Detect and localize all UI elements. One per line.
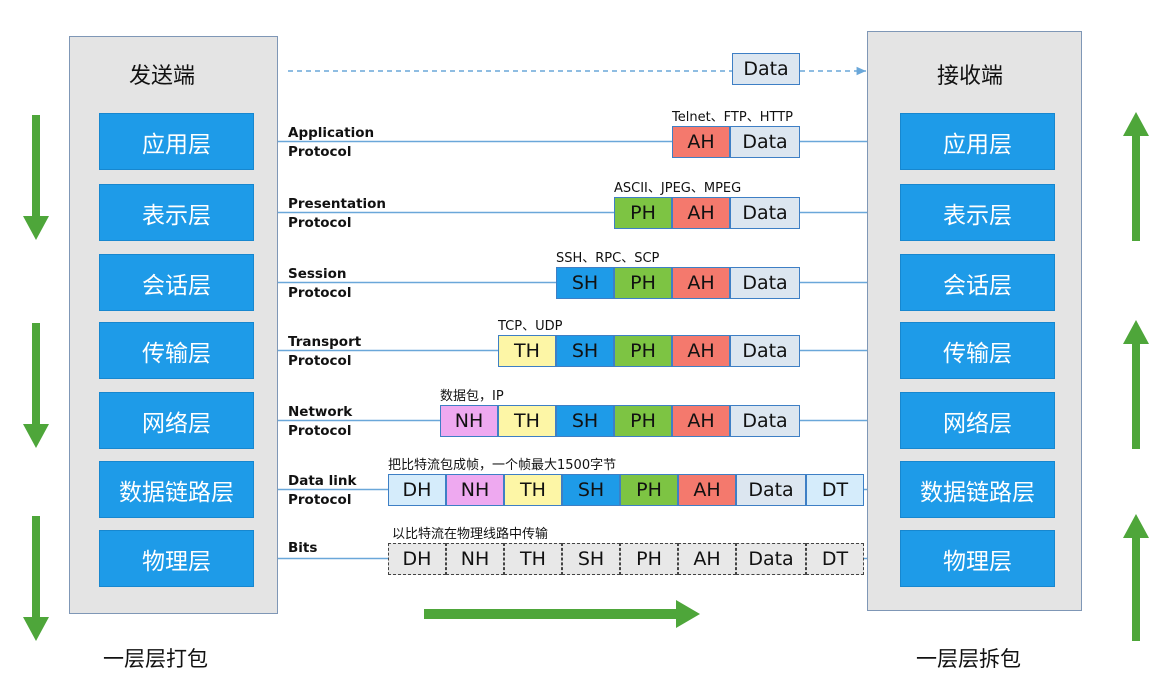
- receiver-layer-4: 网络层: [900, 392, 1055, 449]
- receiver-layer-2: 会话层: [900, 254, 1055, 311]
- layer-annotation-5: 把比特流包成帧，一个帧最大1500字节: [388, 457, 617, 473]
- packet-cell-nh: NH: [446, 473, 504, 506]
- protocol-line: Protocol: [288, 143, 352, 160]
- layer-annotation-1: ASCII、JPEG、MPEG: [614, 180, 742, 196]
- packet-cell-ah: AH: [672, 196, 730, 229]
- packet-cell-ph: PH: [614, 196, 672, 229]
- sender-caption: 一层层打包: [103, 647, 208, 671]
- packet-cell-data: Data: [730, 266, 800, 299]
- protocol-line: Presentation: [288, 195, 387, 212]
- protocol-line: Data link: [288, 472, 357, 489]
- packet-cell-ph: PH: [614, 266, 672, 299]
- sender-layer-4: 网络层: [99, 392, 254, 449]
- packet-cell-data: Data: [730, 125, 800, 158]
- packet-cell-nh: NH: [446, 542, 504, 575]
- sender-layer-3: 传输层: [99, 322, 254, 379]
- layer-annotation-2: SSH、RPC、SCP: [556, 250, 660, 266]
- top-data-box: Data: [732, 53, 800, 85]
- packet-cell-th: TH: [504, 542, 562, 575]
- protocol-line: Protocol: [288, 284, 352, 301]
- receiver-caption: 一层层拆包: [916, 647, 1021, 671]
- green-down-arrow: [23, 516, 49, 641]
- receiver-layer-5: 数据链路层: [900, 461, 1055, 518]
- packet-cell-data: Data: [730, 334, 800, 367]
- protocol-line: Protocol: [288, 491, 352, 508]
- packet-cell-ph: PH: [614, 334, 672, 367]
- packet-cell-data: Data: [730, 196, 800, 229]
- green-right-arrow: [424, 600, 700, 628]
- packet-cell-dt: DT: [806, 473, 864, 506]
- receiver-title: 接收端: [937, 64, 1004, 89]
- green-down-arrow: [23, 323, 49, 448]
- packet-cell-ah: AH: [672, 266, 730, 299]
- protocol-line: Application: [288, 124, 375, 141]
- protocol-line: Network: [288, 403, 353, 420]
- receiver-layer-3: 传输层: [900, 322, 1055, 379]
- packet-cell-dh: DH: [388, 542, 446, 575]
- protocol-line: Session: [288, 265, 347, 282]
- receiver-layer-1: 表示层: [900, 184, 1055, 241]
- receiver-layer-0: 应用层: [900, 113, 1055, 170]
- green-up-arrow: [1123, 112, 1149, 241]
- packet-cell-data: Data: [736, 473, 806, 506]
- packet-cell-ph: PH: [614, 404, 672, 437]
- packet-cell-nh: NH: [440, 404, 498, 437]
- packet-cell-ah: AH: [672, 125, 730, 158]
- packet-cell-ah: AH: [672, 404, 730, 437]
- packet-cell-th: TH: [498, 404, 556, 437]
- sender-layer-2: 会话层: [99, 254, 254, 311]
- packet-cell-ph: PH: [620, 473, 678, 506]
- sender-layer-5: 数据链路层: [99, 461, 254, 518]
- packet-cell-sh: SH: [556, 266, 614, 299]
- protocol-label-6: Bits: [288, 539, 317, 558]
- layer-annotation-0: Telnet、FTP、HTTP: [672, 109, 793, 125]
- protocol-line: Protocol: [288, 214, 352, 231]
- packet-cell-ph: PH: [620, 542, 678, 575]
- protocol-line: Protocol: [288, 352, 352, 369]
- sender-layer-0: 应用层: [99, 113, 254, 170]
- packet-cell-data: Data: [730, 404, 800, 437]
- packet-cell-th: TH: [504, 473, 562, 506]
- packet-cell-sh: SH: [562, 473, 620, 506]
- sender-layer-1: 表示层: [99, 184, 254, 241]
- packet-cell-dh: DH: [388, 473, 446, 506]
- layer-annotation-6: 以比特流在物理线路中传输: [392, 526, 549, 542]
- packet-cell-dt: DT: [806, 542, 864, 575]
- green-down-arrow: [23, 115, 49, 240]
- green-up-arrow: [1123, 320, 1149, 449]
- packet-cell-th: TH: [498, 334, 556, 367]
- sender-layer-6: 物理层: [99, 530, 254, 587]
- packet-cell-ah: AH: [678, 473, 736, 506]
- layer-annotation-4: 数据包，IP: [440, 388, 504, 404]
- protocol-line: Transport: [288, 333, 362, 350]
- green-arrows: [23, 112, 1149, 641]
- packet-cell-data: Data: [736, 542, 806, 575]
- protocol-line: Bits: [288, 539, 318, 556]
- packet-cell-ah: AH: [672, 334, 730, 367]
- packet-cell-ah: AH: [678, 542, 736, 575]
- packet-cell-sh: SH: [562, 542, 620, 575]
- receiver-layer-6: 物理层: [900, 530, 1055, 587]
- sender-title: 发送端: [129, 64, 196, 89]
- packet-cell-sh: SH: [556, 334, 614, 367]
- green-up-arrow: [1123, 514, 1149, 641]
- packet-cell-sh: SH: [556, 404, 614, 437]
- protocol-line: Protocol: [288, 422, 352, 439]
- layer-annotation-3: TCP、UDP: [498, 318, 563, 334]
